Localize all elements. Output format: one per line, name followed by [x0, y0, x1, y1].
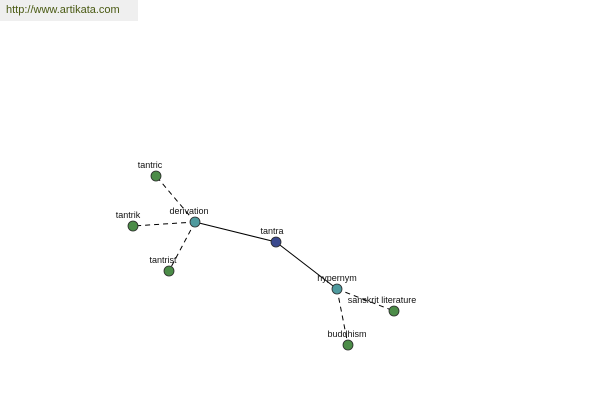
- edge-hypernym-to-buddhism: [336, 288, 349, 346]
- node-tantra[interactable]: [270, 236, 282, 248]
- edge-tantra-to-hypernym: [275, 241, 338, 290]
- edge-derivation-to-tantric: [155, 175, 196, 223]
- node-derivation[interactable]: [189, 216, 201, 228]
- edges-layer: [132, 175, 395, 346]
- node-label-derivation: derivation: [169, 206, 208, 216]
- node-sanskrit-literature[interactable]: [388, 305, 400, 317]
- edge-hypernym-to-sanskrit-literature: [336, 288, 395, 312]
- node-label-tantra: tantra: [260, 226, 283, 236]
- node-label-sanskrit-literature: sanskrit literature: [348, 295, 417, 305]
- node-label-tantrik: tantrik: [116, 210, 141, 220]
- node-tantrist[interactable]: [163, 265, 175, 277]
- edge-derivation-to-tantrist: [168, 221, 196, 272]
- edge-derivation-to-tantrik: [132, 221, 196, 227]
- node-label-buddhism: buddhism: [327, 329, 366, 339]
- node-label-tantrist: tantrist: [149, 255, 177, 265]
- node-buddhism[interactable]: [342, 339, 354, 351]
- node-label-hypernym: hypernym: [317, 273, 357, 283]
- nodes-layer: [127, 170, 400, 351]
- labels-layer: tantra derivation hypernym tantric tantrik ta…: [116, 160, 417, 339]
- site-url-link[interactable]: http://www.artikata.com: [0, 0, 138, 21]
- node-label-tantric: tantric: [138, 160, 163, 170]
- edge-tantra-to-derivation: [194, 221, 277, 243]
- node-tantric[interactable]: [150, 170, 162, 182]
- node-tantrik[interactable]: [127, 220, 139, 232]
- node-hypernym[interactable]: [331, 283, 343, 295]
